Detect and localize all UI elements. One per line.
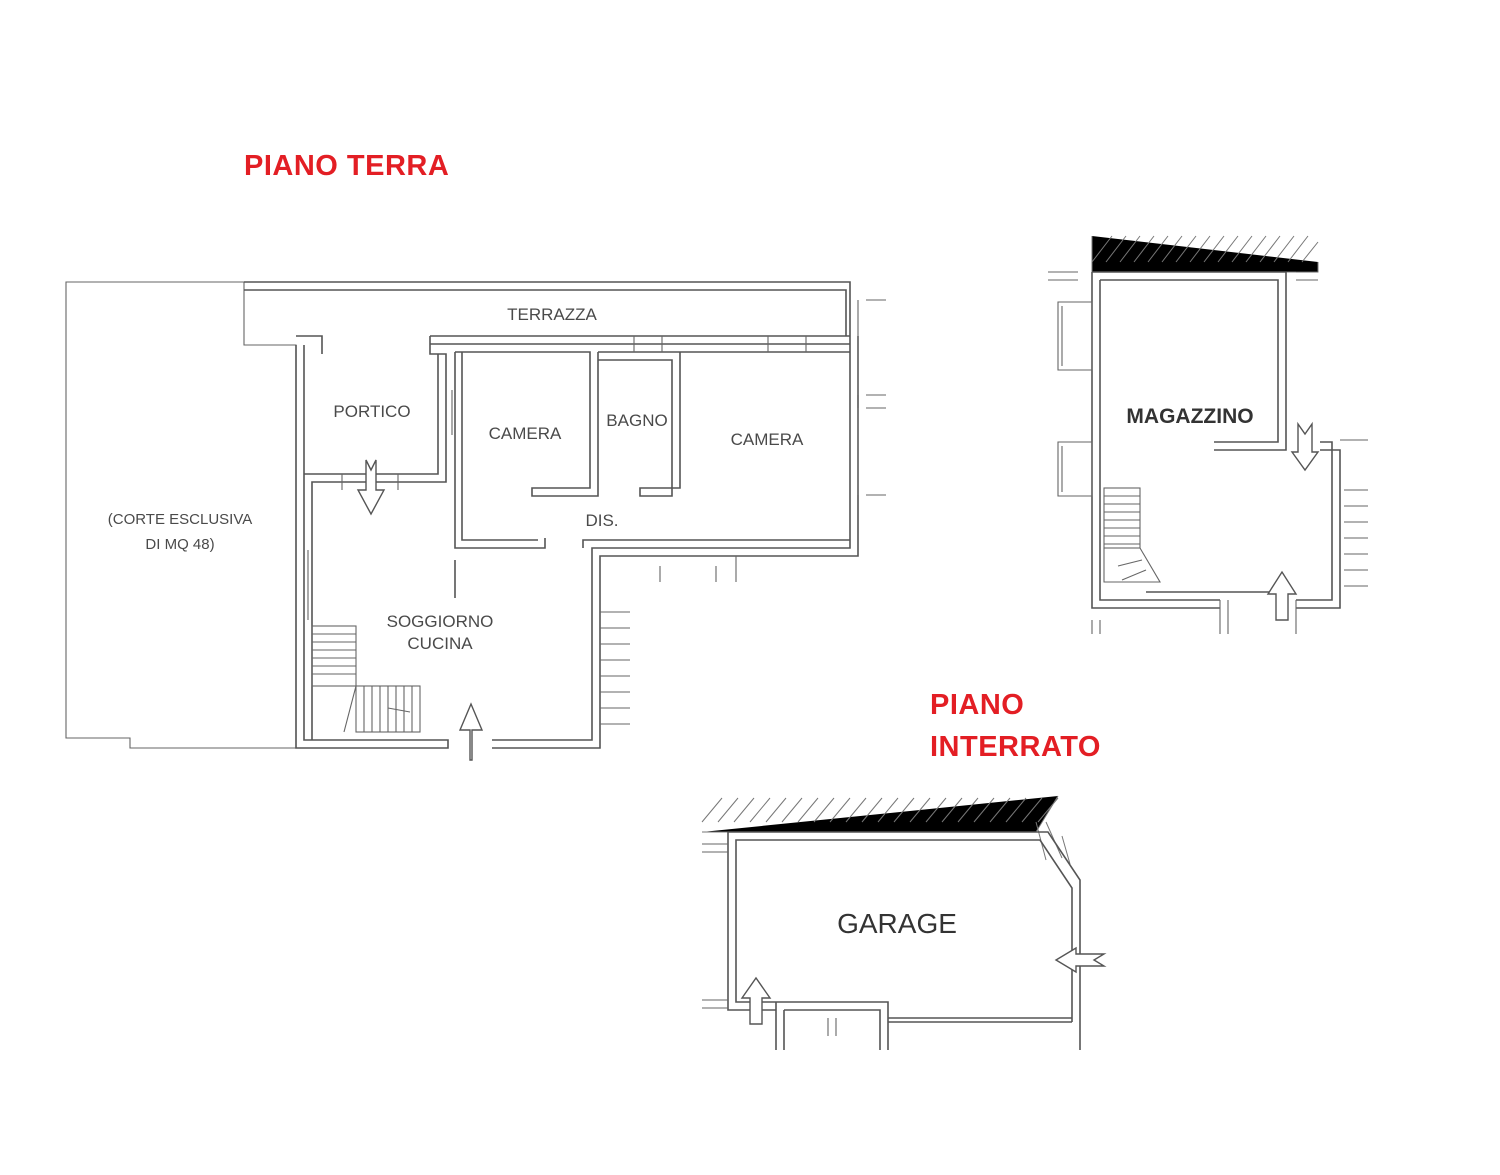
- garage-external-lines: [702, 843, 837, 1036]
- room-label-bagno: BAGNO: [606, 411, 667, 430]
- garage-arrow-right: [1054, 946, 1107, 974]
- room-label-corte-line1: (CORTE ESCLUSIVA: [108, 511, 252, 528]
- magazzino-arrow-entry: [1266, 570, 1298, 621]
- windows: [307, 299, 886, 620]
- room-label-dis: DIS.: [585, 511, 618, 530]
- ground-floor-plan: TERRAZZA PORTICO CAMERA BAGNO CAMERA (CO…: [65, 281, 886, 761]
- entrance-arrow-main: [458, 702, 484, 761]
- magazzino-arrow-top: [1290, 421, 1320, 472]
- magazzino-walls: [1091, 271, 1341, 609]
- portico-walls: [296, 335, 447, 740]
- terrazza-outline: [244, 281, 851, 336]
- room-label-portico: PORTICO: [333, 402, 410, 421]
- garage-plan: GARAGE: [701, 795, 1107, 1050]
- room-label-soggiorno: SOGGIORNO: [387, 612, 494, 631]
- room-label-magazzino: MAGAZZINO: [1126, 405, 1253, 428]
- room-label-garage: GARAGE: [837, 908, 957, 939]
- room-label-corte-line2: DI MQ 48): [145, 536, 214, 553]
- room-label-camera-1: CAMERA: [489, 424, 562, 443]
- title-piano-interrato-line1: PIANO: [930, 689, 1025, 721]
- title-piano-interrato: PIANO INTERRATO: [930, 684, 1101, 768]
- title-piano-terra: PIANO TERRA: [244, 150, 450, 182]
- garage-arrow-entry: [740, 976, 772, 1025]
- room-label-cucina: CUCINA: [407, 634, 473, 653]
- room-label-camera-2: CAMERA: [731, 430, 804, 449]
- garage-walls: [727, 831, 1081, 1050]
- title-piano-interrato-line2: INTERRATO: [930, 731, 1101, 763]
- magazzino-windows: [1048, 271, 1093, 497]
- hatch-top-garage: [701, 795, 1071, 865]
- external-lines: [600, 556, 737, 725]
- magazzino-external-lines: [1091, 271, 1368, 634]
- hatch-top-magazzino: [1091, 235, 1319, 273]
- staircase-ground: [311, 625, 421, 733]
- magazzino-plan: MAGAZZINO: [1048, 235, 1368, 634]
- interior-walls: [454, 351, 850, 598]
- entrance-arrow-portico: [356, 459, 386, 516]
- exterior-walls: [295, 335, 859, 749]
- room-label-terrazza: TERRAZZA: [507, 305, 597, 324]
- staircase-magazzino: [1103, 487, 1161, 583]
